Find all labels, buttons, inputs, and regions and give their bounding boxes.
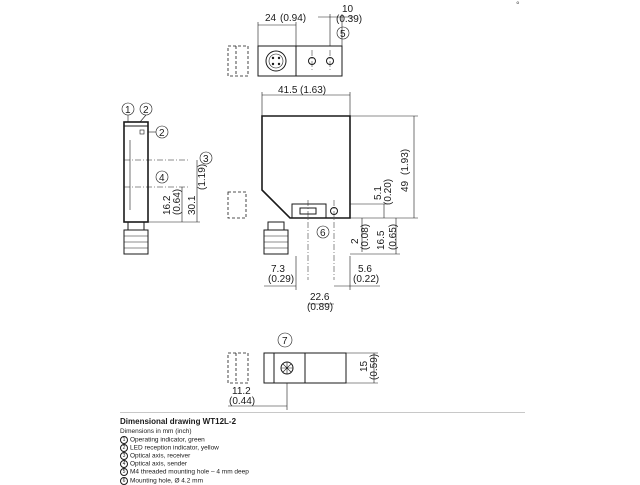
dim-left-offset: 7.3 xyxy=(271,264,285,275)
legend-number: 2 xyxy=(120,443,128,452)
dim-hole-offset-in: (0.20) xyxy=(383,179,394,205)
dim-body-width-in: (1.63) xyxy=(300,85,326,96)
dim-bottom-gap-in: (0.08) xyxy=(360,224,371,250)
legend-number: 6 xyxy=(120,476,128,485)
top-view: 24 (0.94) 10 (0.39) 5 xyxy=(227,4,362,77)
callout-5: 5 xyxy=(340,29,346,40)
callout-1: 1 xyxy=(125,105,131,116)
callout-2-side: 2 xyxy=(159,128,165,139)
legend-number: 1 xyxy=(120,435,128,444)
legend-text: M4 threaded mounting hole – 4 mm deep xyxy=(130,469,249,477)
legend-number: 3 xyxy=(120,451,128,460)
callout-2: 2 xyxy=(143,105,149,116)
legend-text: Mounting hole, Ø 4.2 mm xyxy=(130,477,203,485)
dim-right-offset: 5.6 xyxy=(358,264,372,275)
callout-4: 4 xyxy=(159,173,165,184)
dim-bottom-offset-in: (0.44) xyxy=(229,396,255,407)
caption-title: Dimensional drawing WT12L-2 xyxy=(120,417,237,426)
dim-side-small-in: (0.64) xyxy=(172,189,183,215)
dim-right-offset-in: (0.22) xyxy=(353,274,379,285)
dim-top-width-in: (0.94) xyxy=(280,13,306,24)
legend-text: Optical axis, sender xyxy=(130,460,188,468)
dim-lower-height-in: (0.65) xyxy=(388,224,399,250)
legend-text: Optical axis, receiver xyxy=(130,452,191,460)
legend-number: 5 xyxy=(120,468,128,477)
side-view: 1 2 2 3 4 16.2 (0.64) 30.1 (1.19) xyxy=(121,102,213,255)
front-view: 6 41.5 (1.63) 49 (1.93) 5.1 (0.20) 2 (0.… xyxy=(227,85,418,313)
dim-bottom-offset: 11.2 xyxy=(232,386,251,397)
dim-height-total: 49 xyxy=(400,180,411,192)
dim-side-large-in: (1.19) xyxy=(197,164,208,190)
dim-left-offset-in: (0.29) xyxy=(268,274,294,285)
callout-6: 6 xyxy=(320,228,326,239)
dim-hole-spacing-in: (0.89) xyxy=(307,302,333,313)
dim-top-width: 24 xyxy=(265,13,277,24)
caption-subtitle: Dimensions in mm (inch) xyxy=(120,428,192,435)
dim-hole-spacing: 22.6 xyxy=(310,292,330,303)
dim-hole-offset: 5.1 xyxy=(373,186,384,200)
dim-bottom-height: 15 xyxy=(359,360,370,372)
legend-text: Operating indicator, green xyxy=(130,436,205,444)
dim-bottom-height-in: (0.59) xyxy=(369,354,380,380)
corner-mark: ° xyxy=(516,0,520,10)
dim-top-right: 10 xyxy=(342,4,354,15)
dimensional-drawing: 24 (0.94) 10 (0.39) 5 1 2 2 3 xyxy=(121,4,418,410)
dim-side-large: 30.1 xyxy=(187,195,198,215)
dim-bottom-gap: 2 xyxy=(350,238,361,244)
callout-7: 7 xyxy=(282,336,288,347)
dim-body-width: 41.5 xyxy=(278,85,298,96)
legend-text: LED reception indicator, yellow xyxy=(130,444,219,452)
dim-height-total-in: (1.93) xyxy=(400,149,411,175)
callout-3: 3 xyxy=(203,154,209,165)
caption: Dimensional drawing WT12L-2 Dimensions i… xyxy=(120,412,525,485)
dim-top-right-in: (0.39) xyxy=(336,14,362,25)
dim-side-small: 16.2 xyxy=(162,195,173,215)
dim-lower-height: 16.5 xyxy=(376,230,387,250)
legend-number: 4 xyxy=(120,460,128,469)
bottom-view: 7 15 (0.59) 11.2 (0.44) xyxy=(227,332,380,410)
